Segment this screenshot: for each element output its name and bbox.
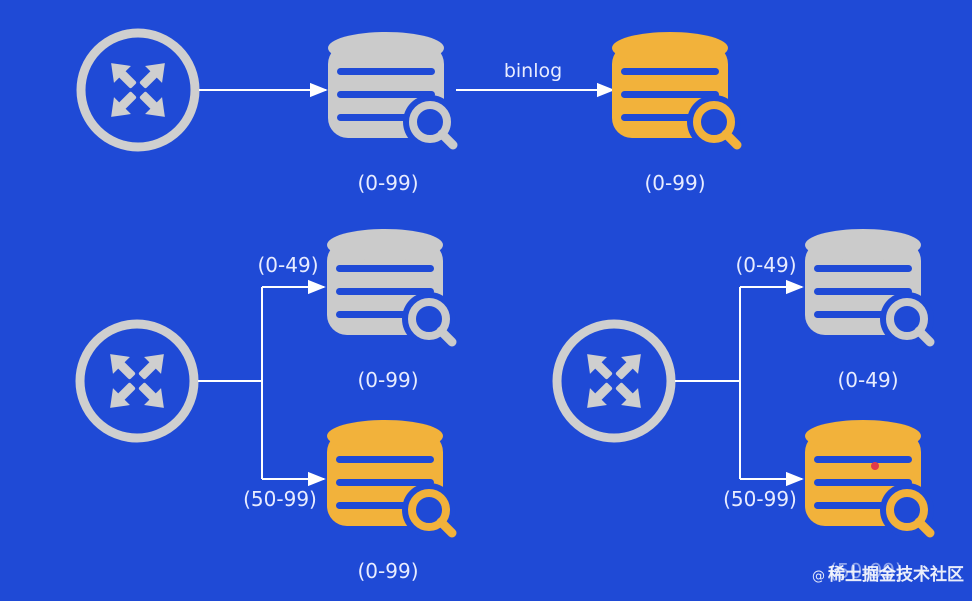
top-replica-db-icon <box>612 32 741 149</box>
watermark-prefix: @ <box>812 569 825 584</box>
watermark: @稀土掘金技术社区 <box>812 564 964 585</box>
bottom-right-lower-route-label: (50-99) <box>723 487 797 511</box>
bottom-left-upper-db-icon <box>327 229 456 346</box>
top-replica-db-range: (0-99) <box>645 171 706 195</box>
top-master-db-icon <box>328 32 457 149</box>
bottom-left-upper-route-label: (0-49) <box>258 253 319 277</box>
bottom-right-lower-db-range: (50-99) <box>829 559 903 583</box>
top-section: binlog (0-99) (0-99) <box>81 32 741 195</box>
pointer-marker <box>871 462 879 470</box>
bottom-right-upper-db-icon <box>805 229 934 346</box>
bottom-left-router-icon <box>80 324 194 438</box>
bottom-right-section: (0-49) (50-99) (0-49) (50-99) <box>557 229 934 583</box>
bottom-right-router-icon <box>557 324 671 438</box>
bottom-left-lower-db-icon <box>327 420 456 537</box>
top-master-db-range: (0-99) <box>358 171 419 195</box>
bottom-left-section: (0-49) (50-99) (0-99) (0-99) <box>80 229 456 583</box>
bottom-left-upper-db-range: (0-99) <box>358 368 419 392</box>
bottom-right-upper-route-label: (0-49) <box>736 253 797 277</box>
bottom-right-lower-db-icon <box>805 420 934 537</box>
binlog-label: binlog <box>504 60 562 82</box>
top-router-icon <box>81 33 195 147</box>
watermark-text: 稀土掘金技术社区 <box>828 564 964 585</box>
bottom-left-lower-route-label: (50-99) <box>243 487 317 511</box>
bottom-right-upper-db-range: (0-49) <box>838 368 899 392</box>
bottom-left-lower-db-range: (0-99) <box>358 559 419 583</box>
